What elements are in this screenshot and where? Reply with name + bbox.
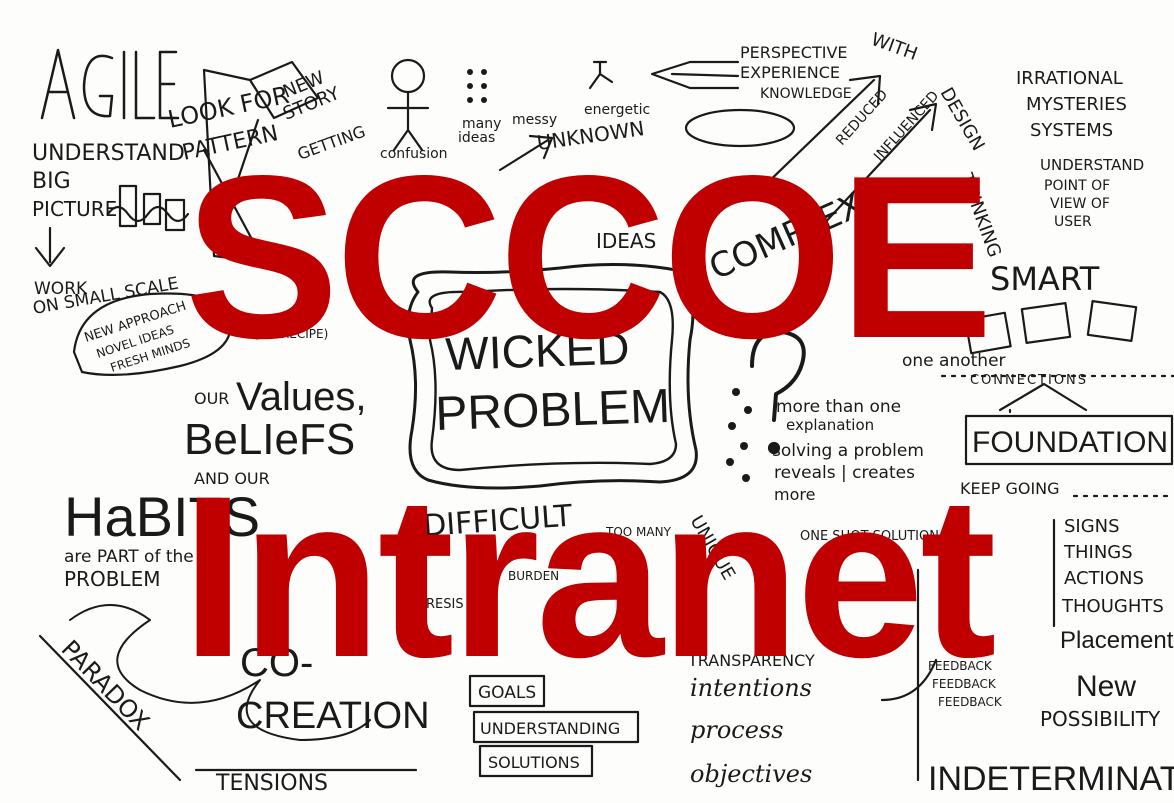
sketch-confusion: confusion: [380, 146, 448, 162]
sketch-reveals: reveals | creates: [774, 463, 915, 483]
sketch-wicked: WICKED: [445, 322, 631, 380]
sketch-things: THINGS: [1063, 542, 1133, 563]
sketch-are-part: are PART of the: [64, 547, 194, 567]
sketch-burden: BURDEN: [508, 569, 559, 583]
sketch-transparency: TRANSPARENCY: [687, 651, 815, 670]
sketch-user: USER: [1054, 214, 1092, 230]
sketch-goals: GOALS: [478, 683, 536, 703]
sketch-and-our: AND OUR: [194, 469, 270, 488]
sketch-indeterminate: INDETERMINATE: [928, 760, 1174, 798]
sketch-one-another: one another: [902, 351, 1006, 371]
sketch-work: WORK: [34, 279, 88, 299]
sketch-resist: RESIS: [426, 597, 464, 612]
sketch-thoughts: THOUGHTS: [1061, 596, 1164, 617]
sketch-smart: SMART: [990, 260, 1100, 298]
sketch-beliefs: BeLIeFS: [184, 415, 355, 464]
overlay-title-line1: SCCOE: [184, 128, 993, 387]
sketch-solutions: SOLUTIONS: [488, 753, 580, 772]
sketch-experience: EXPERIENCE: [740, 63, 840, 82]
sketch-problem-big: PROBLEM: [435, 380, 671, 441]
sketch-placement: Placement: [1060, 627, 1174, 654]
sketch-process: process: [690, 716, 784, 744]
sketch-perspective: PERSPECTIVE: [740, 43, 848, 62]
sketch-big: BIG: [32, 169, 71, 194]
sketch-our: OUR: [194, 389, 229, 408]
sketch-one-shot: ONE SHOT SOLUTION: [800, 529, 939, 544]
sketch-mysteries: MYSTERIES: [1026, 94, 1127, 115]
sketch-no-recipe: (NO RECIPE): [254, 327, 328, 341]
overlay-title-line2: Intranet: [181, 448, 996, 705]
sketch-ideas-word: IDEAS: [596, 229, 656, 253]
sketch-ideas: ideas: [458, 130, 495, 146]
sketch-more-than-one: more than one: [776, 397, 901, 417]
sketch-with: WITH: [868, 29, 920, 65]
sketch-signs: SIGNS: [1064, 516, 1120, 537]
sketch-co: CO-: [240, 641, 313, 685]
sketch-understand2: UNDERSTAND: [1040, 156, 1144, 174]
sketch-habits: HaBITS: [64, 485, 260, 548]
sketch-many: many: [462, 116, 501, 132]
sketch-objectives: objectives: [690, 760, 812, 788]
sketch-feedback-3: FEEDBACK: [938, 695, 1003, 709]
sketch-connections: CONNECTIONS: [970, 373, 1088, 388]
sketch-knowledge: KNOWLEDGE: [760, 86, 852, 102]
sketch-new-word: New: [1076, 670, 1136, 703]
sketch-values: Values,: [236, 375, 366, 419]
sketch-understanding: UNDERSTANDING: [480, 719, 620, 738]
sketch-too-many: TOO MANY: [605, 525, 672, 539]
sketch-possibility: POSSIBILITY: [1040, 707, 1161, 731]
sketch-systems: SYSTEMS: [1030, 120, 1113, 141]
sketch-picture: PICTURE: [32, 197, 117, 221]
sketch-solving: solving a problem: [772, 441, 924, 461]
sketch-understand: UNDERSTAND: [32, 141, 185, 166]
sketch-point-of: POINT OF: [1044, 178, 1110, 194]
sketch-creation: CREATION: [236, 695, 430, 737]
sketch-messy: messy: [512, 112, 557, 128]
sketch-view-of: VIEW OF: [1050, 196, 1110, 212]
sketch-tensions: TENSIONS: [215, 771, 328, 796]
sketch-intentions: intentions: [690, 674, 812, 702]
sketch-foundation: FOUNDATION: [972, 426, 1168, 459]
sketch-more: more: [774, 485, 815, 504]
sketch-explanation: explanation: [786, 416, 874, 434]
sketch-feedback-2: FEEDBACK: [932, 677, 997, 691]
sketch-feedback-1: FEEDBACK: [928, 659, 993, 673]
sketch-actions: ACTIONS: [1064, 568, 1144, 589]
sketch-keep-going: KEEP GOING: [960, 479, 1060, 498]
sketch-irrational: IRRATIONAL: [1016, 68, 1123, 89]
sketch-problem-small: PROBLEM: [64, 567, 160, 591]
sketch-energetic: energetic: [584, 102, 650, 118]
